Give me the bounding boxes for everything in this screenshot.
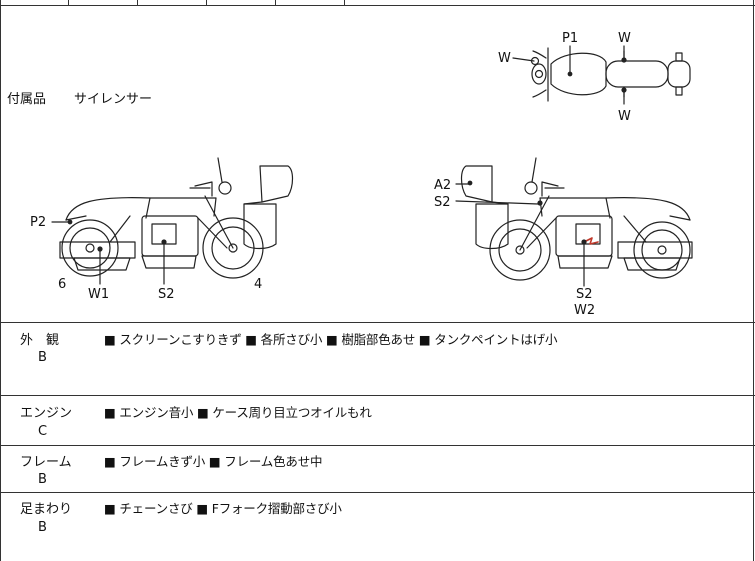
- row-divider: [0, 492, 755, 493]
- table-right-border: [753, 0, 754, 561]
- table-cell-divider: [275, 0, 276, 5]
- table-top-border: [0, 5, 755, 6]
- motorcycle-damage-diagram: W P1 W W P2 6 W1 S2 4 A2 S2 S2 W2: [30, 31, 693, 318]
- condition-notes-frame: ■ フレームきず小 ■ フレーム色あせ中: [104, 454, 323, 469]
- accessory-label: 付属品: [7, 92, 47, 107]
- label-left-6: 6: [58, 277, 66, 292]
- condition-label-frame: フレーム: [20, 455, 72, 470]
- label-left-s2: S2: [158, 287, 175, 302]
- condition-notes-suspension: ■ チェーンさび ■ Fフォーク摺動部さび小: [104, 501, 342, 516]
- condition-notes-engine: ■ エンジン音小 ■ ケース周り目立つオイルもれ: [104, 405, 372, 420]
- condition-grade-engine: C: [38, 424, 48, 439]
- row-divider: [0, 445, 755, 446]
- right-side-motorcycle: [460, 157, 693, 281]
- accessory-value: サイレンサー: [74, 92, 153, 107]
- condition-grade-exterior: B: [38, 350, 47, 365]
- table-cell-divider: [137, 0, 138, 5]
- label-top-w-left: W: [498, 51, 511, 66]
- top-view-motorcycle: [531, 47, 691, 102]
- label-left-4: 4: [254, 277, 262, 292]
- condition-label-exterior: 外 観: [20, 333, 60, 348]
- label-left-p2: P2: [30, 215, 46, 230]
- label-top-w-right: W: [618, 31, 631, 46]
- left-side-motorcycle: [59, 157, 294, 279]
- condition-label-engine: エンジン: [20, 406, 73, 421]
- condition-grade-frame: B: [38, 472, 47, 487]
- label-right-w2: W2: [574, 303, 595, 318]
- table-cell-divider: [206, 0, 207, 5]
- condition-grade-suspension: B: [38, 520, 47, 535]
- table-cell-divider: [68, 0, 69, 5]
- conditions-top-border: [0, 322, 755, 323]
- label-right-s2: S2: [434, 195, 451, 210]
- table-left-border: [0, 0, 1, 561]
- label-top-w-bottom: W: [618, 109, 631, 124]
- condition-label-suspension: 足まわり: [20, 502, 73, 517]
- label-top-p1: P1: [562, 31, 578, 46]
- row-divider: [0, 395, 755, 396]
- label-left-w1: W1: [88, 287, 109, 302]
- condition-notes-exterior: ■ スクリーンこすりきず ■ 各所さび小 ■ 樹脂部色あせ ■ タンクペイントは…: [104, 332, 558, 347]
- table-cell-divider: [344, 0, 345, 5]
- label-right-a2: A2: [434, 178, 451, 193]
- label-right-s2-bottom: S2: [576, 287, 593, 302]
